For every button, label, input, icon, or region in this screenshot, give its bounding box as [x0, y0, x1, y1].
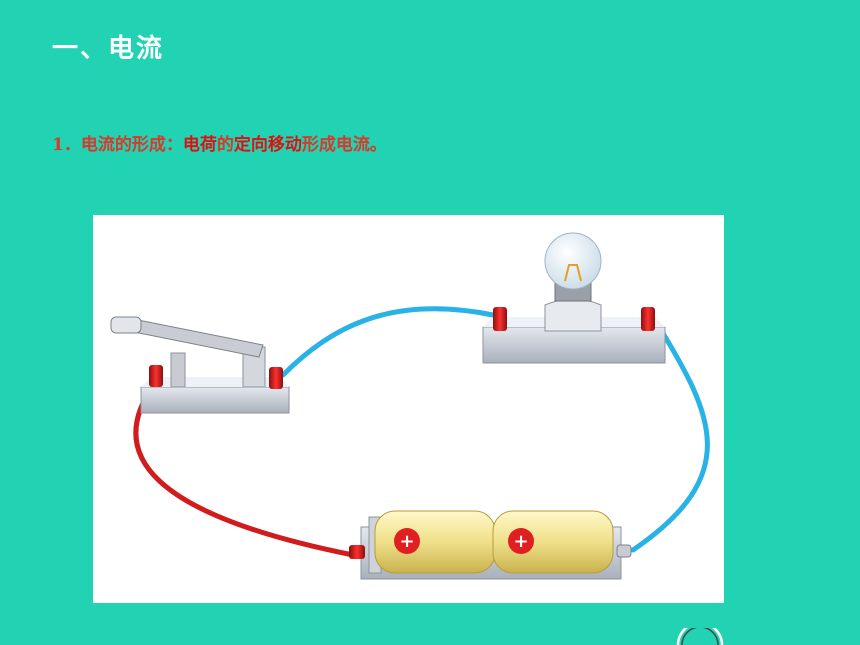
battery-cell-2-symbol: +: [513, 531, 528, 552]
point-key: 定向移动: [233, 135, 302, 155]
point-number: 1．: [52, 135, 81, 155]
knife-switch: [110, 316, 290, 414]
wire-switch-to-lamp: [280, 306, 496, 378]
point-term: 电流的形成：: [80, 135, 183, 155]
battery-cell-1-symbol: +: [399, 531, 414, 552]
wire-switch-to-battery: [133, 380, 356, 558]
clock-decoration-icon: [676, 628, 724, 645]
battery-pack: + +: [349, 510, 632, 580]
definition-point: 1．电流的形成：电荷的定向移动形成电流。: [52, 130, 387, 155]
circuit-diagram: + +: [110, 232, 710, 580]
point-rest: 形成电流。: [301, 135, 387, 155]
wire-lamp-to-battery: [630, 322, 710, 553]
slide-title: 一、电流: [52, 34, 165, 64]
point-subject: 电荷: [182, 135, 217, 155]
point-particle: 的: [216, 135, 234, 155]
circuit-figure: + +: [93, 215, 724, 603]
lamp: [482, 232, 666, 364]
